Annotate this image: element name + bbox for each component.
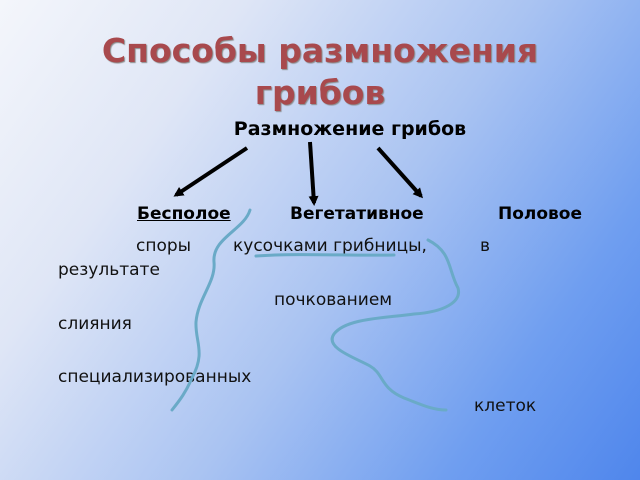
squiggle-divider-right xyxy=(330,238,461,412)
text-specialized: специализированных xyxy=(58,367,252,387)
type-asexual: Бесполое xyxy=(137,204,231,224)
arrow-to-vegetative xyxy=(308,141,319,206)
text-in: в xyxy=(480,236,491,256)
arrow-to-asexual xyxy=(173,146,249,197)
slide-title-line2: грибов xyxy=(254,73,386,112)
text-mycelium-pieces: кусочками грибницы, xyxy=(233,236,427,256)
text-spores: споры xyxy=(136,236,192,256)
text-cells: клеток xyxy=(474,396,537,416)
text-fusion: слияния xyxy=(58,314,132,334)
type-sexual: Половое xyxy=(498,204,583,224)
squiggle-divider-left xyxy=(170,208,252,412)
arrow-to-sexual xyxy=(376,146,424,199)
squiggle-underline xyxy=(254,253,396,258)
slide-title-line1: Способы размножения xyxy=(101,31,539,70)
type-vegetative: Вегетативное xyxy=(290,204,424,224)
diagram-root-label: Размножение грибов xyxy=(233,118,467,140)
text-result: результате xyxy=(58,260,160,280)
text-budding: почкованием xyxy=(274,290,393,310)
